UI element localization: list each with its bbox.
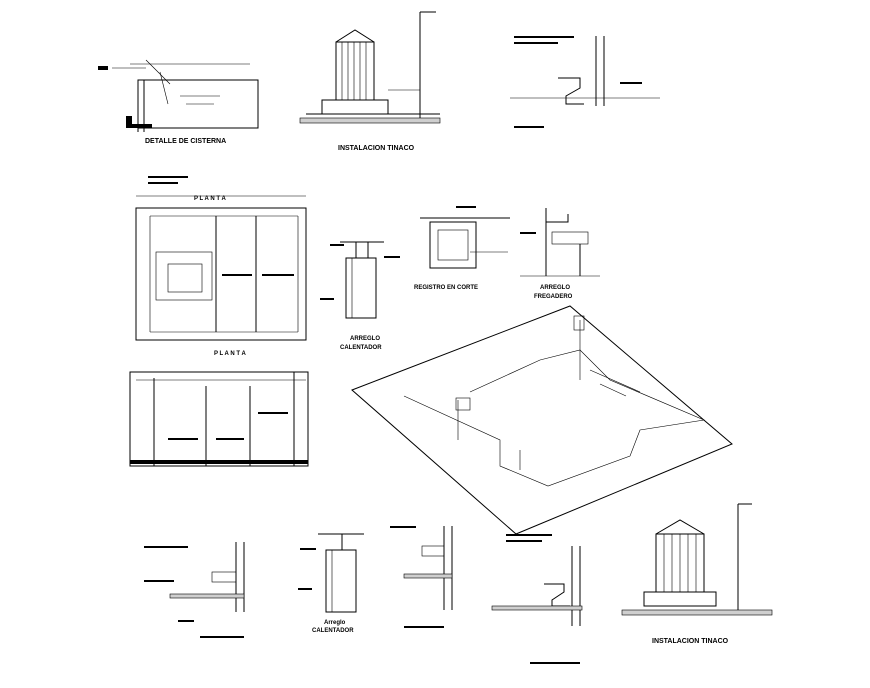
planta-top: P L A N T A P L A N T A xyxy=(135,176,307,357)
fregadero-label-2: FREGADERO xyxy=(534,294,573,300)
calentador-detail-mid: ARREGLO CALENTADOR xyxy=(320,241,400,351)
registro-label: REGISTRO EN CORTE xyxy=(414,285,478,291)
calentador-bottom-label-1: Arreglo xyxy=(324,620,346,626)
regadera-detail xyxy=(390,526,453,628)
tinaco-top-label: INSTALACION TINACO xyxy=(338,145,415,152)
cisterna-label: DETALLE DE CISTERNA xyxy=(145,138,226,145)
wc-detail-top xyxy=(510,36,660,128)
calentador-detail-bottom: Arreglo CALENTADOR xyxy=(298,533,364,634)
tinaco-detail-top: INSTALACION TINACO xyxy=(299,11,441,152)
tinaco-bottom-label: INSTALACION TINACO xyxy=(652,638,729,645)
fregadero-detail: ARREGLO FREGADERO xyxy=(520,208,600,300)
wc-detail-bottom xyxy=(491,534,583,664)
registro-detail: REGISTRO EN CORTE xyxy=(414,206,510,291)
section-detail xyxy=(129,371,309,467)
lavabo-detail xyxy=(144,542,245,638)
planta-bottom-title: P L A N T A xyxy=(214,351,246,357)
isometric-piping xyxy=(351,305,733,535)
tinaco-detail-bottom: INSTALACION TINACO xyxy=(621,503,773,645)
fregadero-label-1: ARREGLO xyxy=(540,285,570,291)
calentador-mid-label-1: ARREGLO xyxy=(350,336,380,342)
calentador-bottom-label-2: CALENTADOR xyxy=(312,628,354,634)
calentador-mid-label-2: CALENTADOR xyxy=(340,345,382,351)
planta-top-title: P L A N T A xyxy=(194,196,226,202)
cisterna-detail: DETALLE DE CISTERNA xyxy=(98,59,259,145)
